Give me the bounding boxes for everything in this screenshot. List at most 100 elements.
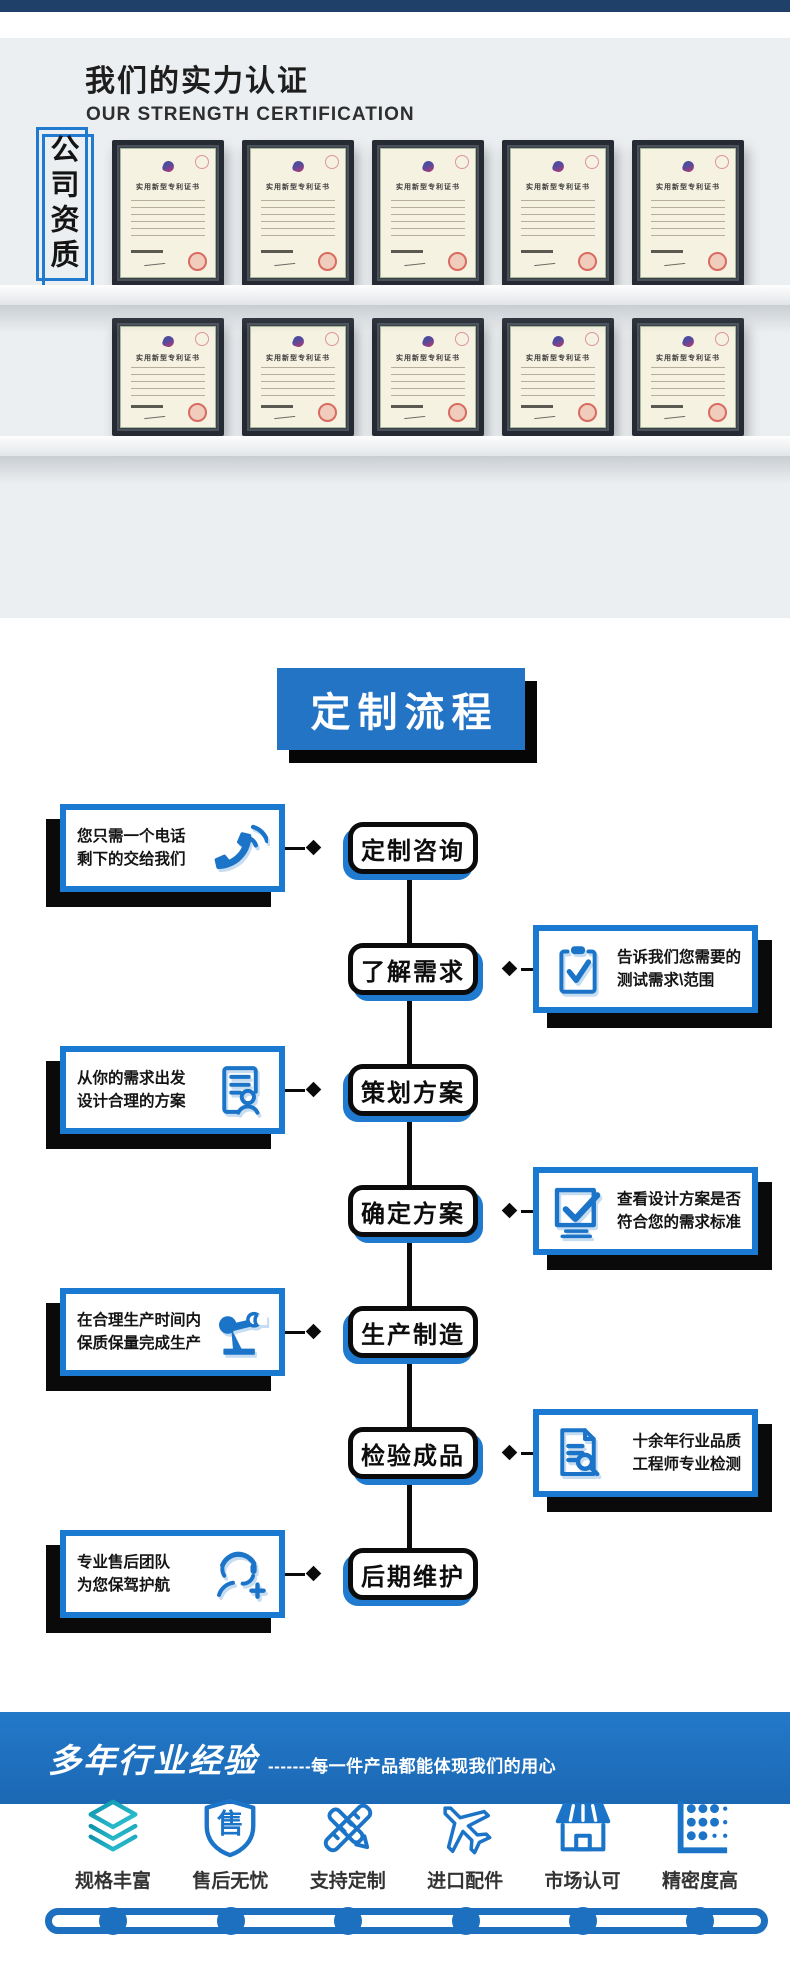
certificate-signature — [663, 258, 685, 267]
stamp-icon — [195, 332, 210, 346]
flow-node-2: 了解需求 — [348, 943, 478, 995]
certificate-title: 实用新型专利证书 — [526, 184, 590, 192]
certificate-barcode — [391, 405, 424, 408]
certificate-barcode — [521, 249, 554, 253]
flow-card-3: 从你的需求出发 设计合理的方案 — [60, 1046, 285, 1134]
timeline-dot — [452, 1907, 480, 1935]
clipboard-check-icon — [550, 941, 606, 997]
card-line: 为您保驾护航 — [77, 1577, 171, 1594]
process-title: 定制流程 — [277, 668, 525, 750]
shelf — [0, 285, 790, 333]
flow-node-3: 策划方案 — [348, 1064, 478, 1116]
layers-icon — [82, 1797, 144, 1859]
card-line: 工程师专业检测 — [632, 1456, 741, 1473]
certificate-signature — [143, 410, 165, 420]
seal-icon — [707, 251, 727, 271]
certificate-text-lines — [391, 200, 465, 239]
check-square-icon — [550, 1183, 606, 1239]
feature-item: 规格丰富 — [55, 1797, 171, 1893]
feature-list: 规格丰富 售 售后无忧 支持定制 — [55, 1797, 758, 1893]
patent-logo-icon — [421, 158, 436, 174]
certificate-paper: 实用新型专利证书 — [250, 148, 346, 278]
stamp-icon — [325, 155, 340, 170]
timeline-dot — [569, 1907, 597, 1935]
flow-node-4: 确定方案 — [348, 1185, 478, 1237]
seal-icon — [447, 251, 467, 271]
document-user-icon — [212, 1062, 268, 1118]
certificate-title: 实用新型专利证书 — [526, 355, 590, 362]
card-line: 设计合理的方案 — [77, 1093, 186, 1110]
certificate-frame: 实用新型专利证书 — [112, 140, 224, 286]
certificate-signature — [533, 258, 555, 267]
seal-icon — [317, 403, 337, 422]
certificate-paper: 实用新型专利证书 — [120, 326, 216, 428]
certificate-title: 实用新型专利证书 — [396, 184, 460, 192]
timeline-dot — [334, 1907, 362, 1935]
patent-logo-icon — [551, 334, 566, 349]
certificate-paper: 实用新型专利证书 — [250, 326, 346, 428]
patent-logo-icon — [681, 158, 696, 174]
certificate-frame: 实用新型专利证书 — [502, 140, 614, 286]
patent-logo-icon — [161, 158, 176, 174]
connector — [283, 1323, 347, 1340]
certificate-paper: 实用新型专利证书 — [640, 326, 736, 428]
document-search-icon — [550, 1425, 606, 1481]
connector — [479, 1444, 543, 1461]
patent-logo-icon — [161, 334, 176, 349]
connector — [283, 1565, 347, 1582]
card-line: 专业售后团队 — [77, 1553, 171, 1571]
certificate-frame: 实用新型专利证书 — [372, 318, 484, 436]
feature-label: 支持定制 — [309, 1871, 386, 1892]
headset-icon — [212, 1546, 268, 1602]
robot-arm-icon — [212, 1304, 268, 1360]
connector — [283, 1081, 347, 1098]
certificate-row-1: 实用新型专利证书 实用新型专利证书 实用新型专利证书 实用新型专利证书 实用新型专利证书 — [112, 140, 744, 286]
certificate-paper: 实用新型专利证书 — [380, 148, 476, 278]
certificate-text-lines — [131, 200, 205, 239]
certificate-signature — [663, 410, 685, 420]
stamp-icon — [325, 332, 340, 346]
certificate-paper: 实用新型专利证书 — [510, 148, 606, 278]
feature-label: 市场认可 — [544, 1871, 621, 1892]
stamp-icon — [195, 155, 210, 170]
certificate-barcode — [651, 405, 684, 408]
patent-logo-icon — [291, 334, 306, 349]
timeline-dot — [217, 1907, 245, 1935]
experience-banner: 多年行业经验 -------每一件产品都能体现我们的用心 — [0, 1712, 790, 1804]
certificate-text-lines — [521, 200, 595, 239]
stamp-icon — [455, 332, 470, 346]
certificate-barcode — [651, 249, 684, 253]
timeline-dot — [99, 1907, 127, 1935]
patent-logo-icon — [681, 334, 696, 349]
certificate-signature — [273, 258, 295, 267]
certificate-text-lines — [261, 367, 335, 397]
patent-logo-icon — [291, 158, 306, 174]
connector — [479, 1202, 543, 1219]
card-line: 告诉我们您需要的 — [616, 948, 741, 966]
seal-icon — [187, 251, 207, 271]
card-line: 查看设计方案是否 — [616, 1190, 741, 1208]
certificate-barcode — [521, 405, 554, 408]
certificate-text-lines — [261, 200, 335, 239]
certificate-signature — [403, 258, 425, 267]
certificate-barcode — [261, 249, 294, 253]
flow-node-7: 后期维护 — [348, 1548, 478, 1600]
flow-card-1: 您只需一个电话 剩下的交给我们 — [60, 804, 285, 892]
seal-icon — [447, 403, 467, 422]
certificate-title: 实用新型专利证书 — [396, 355, 460, 362]
certificate-text-lines — [651, 200, 725, 239]
certificate-title: 实用新型专利证书 — [136, 184, 200, 192]
certificate-paper: 实用新型专利证书 — [640, 148, 736, 278]
seal-icon — [187, 403, 207, 422]
certificate-signature — [143, 258, 165, 267]
timeline-dot — [686, 1907, 714, 1935]
flow-card-6: 十余年行业品质 工程师专业检测 — [533, 1409, 758, 1497]
certificate-frame: 实用新型专利证书 — [372, 140, 484, 286]
certificate-signature — [403, 410, 425, 420]
card-line: 在合理生产时间内 — [77, 1311, 202, 1329]
connector — [283, 839, 347, 856]
certificate-title: 实用新型专利证书 — [136, 355, 200, 362]
seal-icon — [577, 403, 597, 422]
card-line: 剩下的交给我们 — [77, 851, 186, 868]
